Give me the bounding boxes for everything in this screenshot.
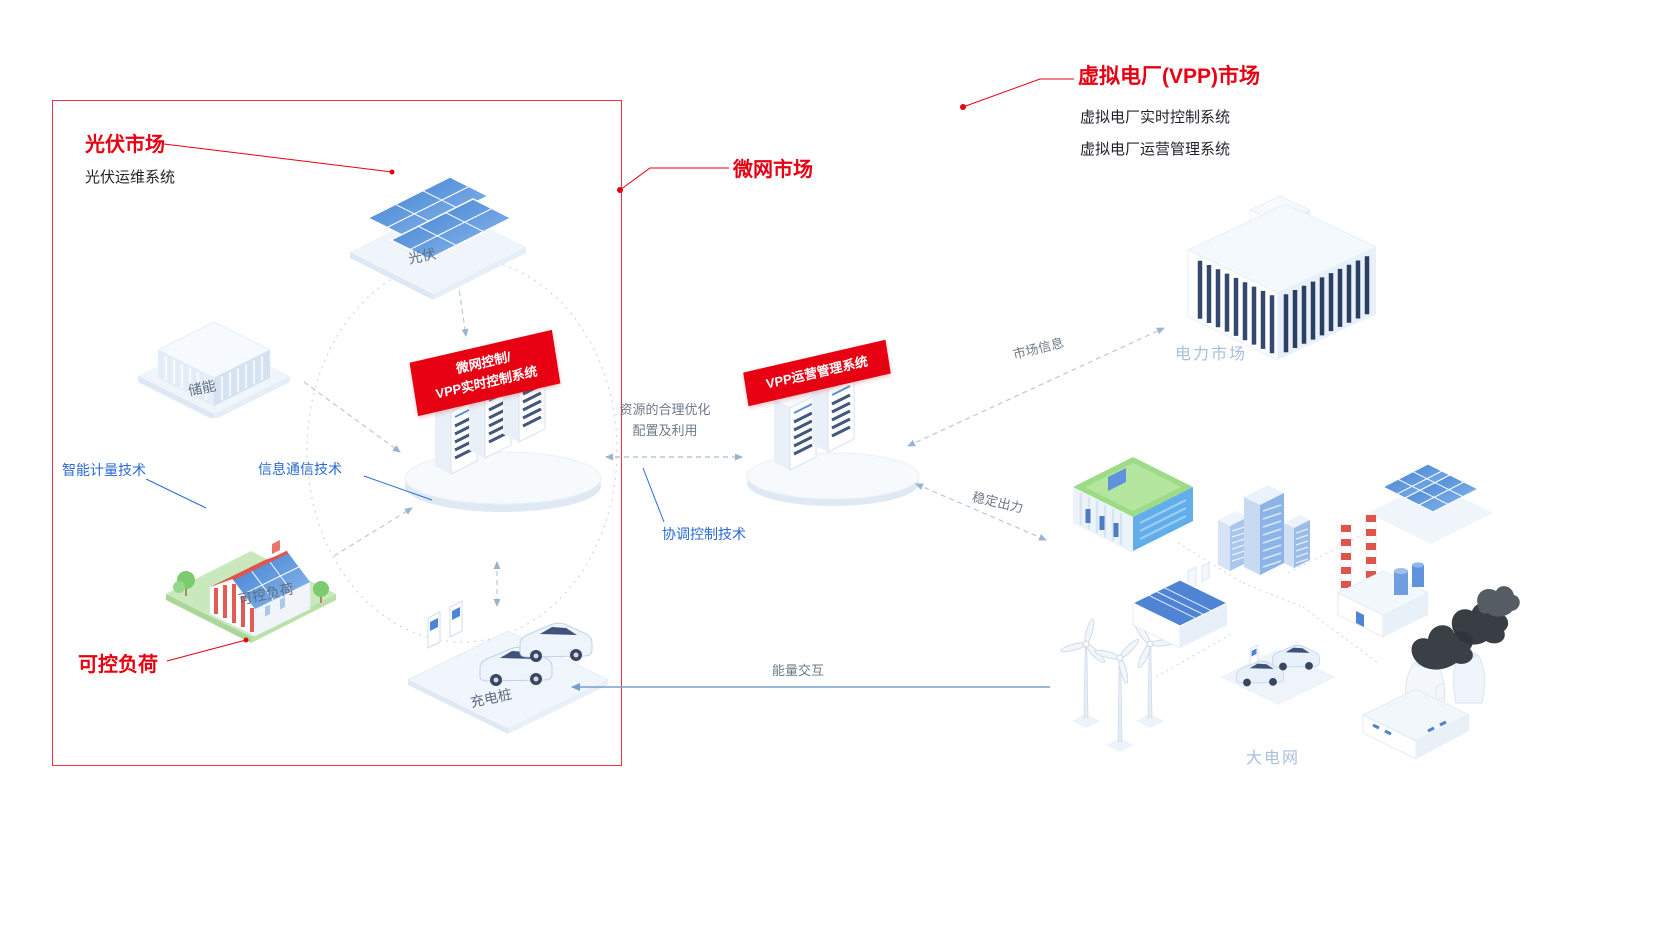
resource-optimization-line1: 资源的合理优化 — [619, 402, 711, 417]
vpp-platform-illustration — [730, 350, 940, 520]
grid-solar-icon — [1368, 463, 1493, 544]
storage-illustration — [132, 298, 297, 418]
coordination-label: 协调控制技术 — [662, 526, 746, 542]
grid-label: 大电网 — [1246, 750, 1301, 767]
resource-optimization-label: 资源的合理优化 配置及利用 — [598, 400, 732, 442]
bulk-grid-illustration — [1038, 425, 1543, 790]
pv-market-subtitle: 光伏运维系统 — [85, 169, 176, 186]
vpp-realtime-subtitle: 虚拟电厂实时控制系统 — [1080, 109, 1231, 126]
smart-metering-label: 智能计量技术 — [62, 462, 146, 478]
bulk-grid-icon — [1059, 457, 1520, 760]
house-illustration — [158, 492, 343, 647]
solar-array-icon — [350, 176, 526, 300]
stable-output-label: 稳定出力 — [970, 489, 1025, 516]
charging-station-illustration — [398, 592, 618, 737]
microgrid-boundary-box — [52, 100, 622, 766]
vpp-server-racks-icon — [746, 367, 920, 506]
solar-house-icon — [166, 540, 336, 643]
hydro-dam-icon — [1073, 457, 1193, 553]
power-plant-icon — [1336, 514, 1430, 638]
market-info-label: 市场信息 — [1011, 334, 1066, 363]
energy-exchange-label: 能量交互 — [772, 663, 825, 678]
city-buildings-icon — [1218, 485, 1310, 575]
microgrid-market-label: 微网市场 — [733, 159, 813, 181]
solar-array-illustration — [338, 148, 533, 303]
wind-turbines-icon — [1059, 610, 1182, 752]
grid-ev-icon — [1220, 644, 1336, 705]
ev-charging-icon — [406, 600, 610, 734]
power-market-building-illustration — [1150, 192, 1390, 387]
office-building-icon — [1186, 195, 1378, 361]
pv-market-title: 光伏市场 — [85, 134, 165, 156]
solar-factory-icon — [1131, 561, 1229, 649]
ict-label: 信息通信技术 — [258, 461, 342, 477]
small-plant-icon — [1361, 682, 1471, 760]
storage-container-icon — [138, 321, 290, 418]
vpp-operation-subtitle: 虚拟电厂运营管理系统 — [1080, 141, 1231, 158]
controllable-load-title: 可控负荷 — [78, 654, 158, 676]
power-market-label: 电力市场 — [1175, 346, 1248, 363]
vpp-market-title: 虚拟电厂(VPP)市场 — [1078, 65, 1261, 88]
resource-optimization-line2: 配置及利用 — [632, 422, 698, 438]
